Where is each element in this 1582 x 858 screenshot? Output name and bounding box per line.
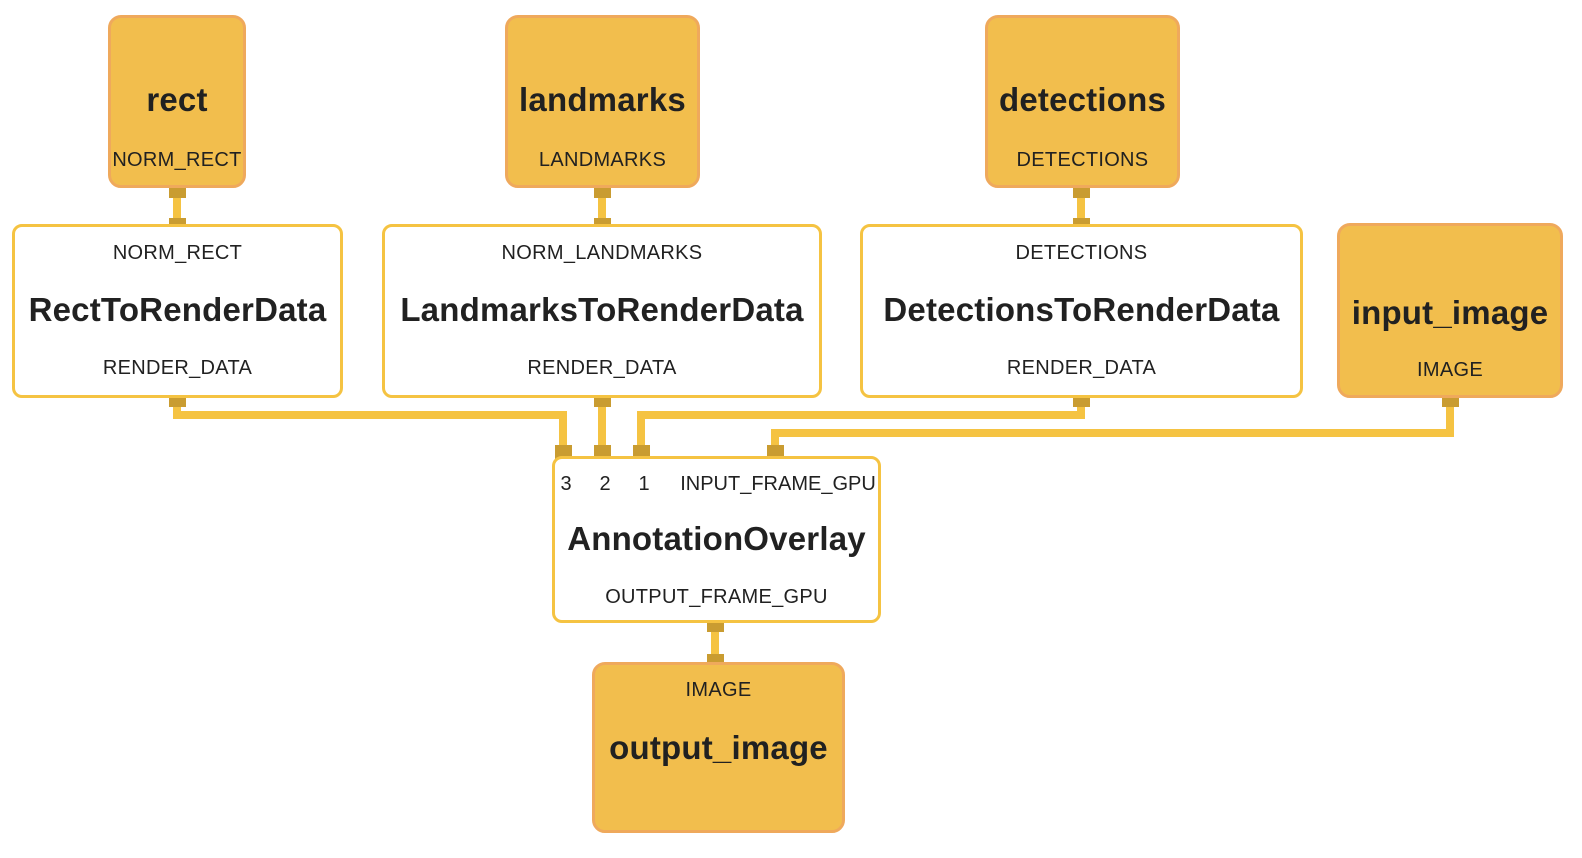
input-port-label: DETECTIONS bbox=[1015, 242, 1148, 264]
edge-detections-to-detectionstorenderdata bbox=[1077, 188, 1085, 224]
node-rect-to-render-data[interactable]: NORM_RECT RectToRenderData RENDER_DATA bbox=[12, 224, 343, 398]
output-port-label: RENDER_DATA bbox=[102, 357, 253, 379]
node-title: rect bbox=[146, 81, 208, 118]
edge-detectionsrender-to-overlay-1 bbox=[637, 411, 1085, 419]
edge-detectionsrender-to-overlay-1 bbox=[637, 411, 645, 456]
node-annotation-overlay[interactable]: 3 2 1 INPUT_FRAME_GPU AnnotationOverlay … bbox=[552, 456, 881, 623]
output-port-label: LANDMARKS bbox=[538, 149, 667, 171]
node-title: landmarks bbox=[519, 81, 686, 118]
edge-landmarks-to-landmarkstorenderdata bbox=[598, 188, 606, 224]
edge-inputimage-to-overlay-inputframegpu bbox=[1446, 398, 1454, 437]
output-port-label: DETECTIONS bbox=[1016, 149, 1149, 171]
input-port-label: IMAGE bbox=[685, 679, 752, 701]
output-port-label: RENDER_DATA bbox=[527, 357, 677, 379]
input-port-label-input-frame-gpu: INPUT_FRAME_GPU bbox=[680, 473, 876, 495]
edge-landmarksrender-to-overlay-2 bbox=[598, 398, 606, 456]
edge-rect-to-recttorenderdata bbox=[173, 188, 181, 224]
node-detections-to-render-data[interactable]: DETECTIONS DetectionsToRenderData RENDER… bbox=[860, 224, 1303, 398]
node-input-image[interactable]: input_image IMAGE bbox=[1337, 223, 1563, 398]
output-port-label: RENDER_DATA bbox=[1006, 357, 1157, 379]
node-title: AnnotationOverlay bbox=[567, 520, 866, 557]
node-title: RectToRenderData bbox=[28, 291, 327, 328]
input-port-label-3: 3 bbox=[560, 473, 572, 495]
edge-inputimage-to-overlay-inputframegpu bbox=[771, 429, 779, 456]
node-title: detections bbox=[998, 81, 1167, 118]
node-output-image[interactable]: IMAGE output_image bbox=[592, 662, 845, 833]
edge-inputimage-to-overlay-inputframegpu bbox=[771, 429, 1454, 437]
input-port-label-2: 2 bbox=[599, 473, 611, 495]
edge-detectionsrender-to-overlay-1 bbox=[1077, 398, 1085, 419]
edge-overlay-to-outputimage bbox=[711, 623, 719, 662]
edge-rectrender-to-overlay-3 bbox=[173, 411, 567, 419]
node-title: DetectionsToRenderData bbox=[883, 291, 1280, 328]
output-port-label: IMAGE bbox=[1417, 359, 1483, 381]
node-landmarks-to-render-data[interactable]: NORM_LANDMARKS LandmarksToRenderData REN… bbox=[382, 224, 822, 398]
input-port-label: NORM_RECT bbox=[112, 242, 243, 264]
edge-rectrender-to-overlay-3 bbox=[559, 411, 567, 456]
node-rect[interactable]: rect NORM_RECT bbox=[108, 15, 246, 188]
node-title: output_image bbox=[609, 729, 828, 766]
input-port-label: NORM_LANDMARKS bbox=[501, 242, 703, 264]
output-port-label: OUTPUT_FRAME_GPU bbox=[605, 586, 828, 608]
node-landmarks[interactable]: landmarks LANDMARKS bbox=[505, 15, 700, 188]
edge-rectrender-to-overlay-3 bbox=[173, 398, 181, 419]
node-title: LandmarksToRenderData bbox=[400, 291, 804, 328]
input-port-label-1: 1 bbox=[638, 473, 650, 495]
node-detections[interactable]: detections DETECTIONS bbox=[985, 15, 1180, 188]
node-title: input_image bbox=[1351, 294, 1549, 331]
output-port-label: NORM_RECT bbox=[112, 149, 242, 171]
